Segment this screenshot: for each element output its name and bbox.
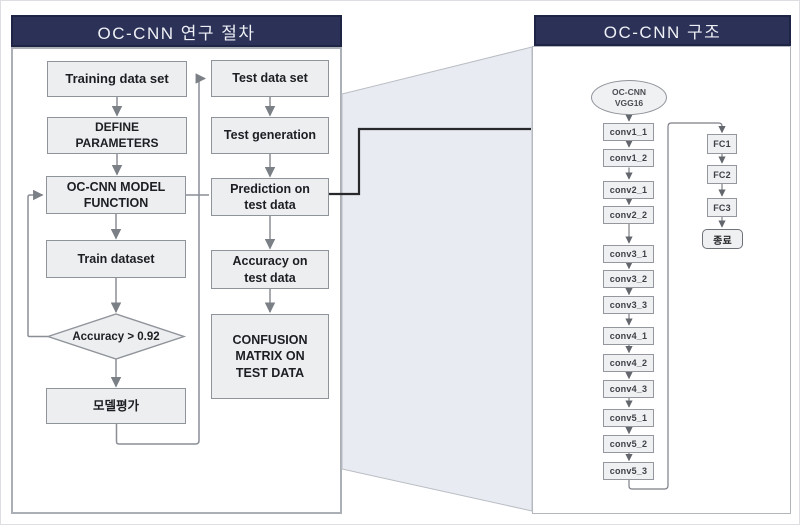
right-panel-body xyxy=(532,46,791,514)
node-fc2: FC2 xyxy=(707,165,737,184)
node-conv3-3: conv3_3 xyxy=(603,296,654,314)
node-conv2-1: conv2_1 xyxy=(603,181,654,199)
node-conv1-1: conv1_1 xyxy=(603,123,654,141)
node-test-generation: Test generation xyxy=(211,117,329,154)
node-fc1: FC1 xyxy=(707,134,737,154)
node-conv3-2: conv3_2 xyxy=(603,270,654,288)
right-panel-header: OC-CNN 구조 xyxy=(534,15,791,46)
node-training-data-set: Training data set xyxy=(47,61,187,97)
zoom-beam-trapezoid xyxy=(341,46,533,512)
node-define-parameters: DEFINE PARAMETERS xyxy=(47,117,187,154)
node-confusion-matrix: CONFUSION MATRIX ON TEST DATA xyxy=(211,314,329,399)
node-test-data-set: Test data set xyxy=(211,60,329,97)
node-prediction-on-test-data: Prediction on test data xyxy=(211,178,329,216)
node-oc-cnn-vgg16-start: OC-CNN VGG16 xyxy=(591,80,667,115)
node-oc-cnn-model-function: OC-CNN MODEL FUNCTION xyxy=(46,176,186,214)
left-panel-title: OC-CNN 연구 절차 xyxy=(97,23,256,43)
node-conv4-3: conv4_3 xyxy=(603,380,654,398)
left-panel-header: OC-CNN 연구 절차 xyxy=(11,15,342,47)
node-end: 종료 xyxy=(702,229,743,249)
node-train-dataset: Train dataset xyxy=(46,240,186,278)
node-model-evaluation: 모델평가 xyxy=(46,388,186,424)
node-conv4-2: conv4_2 xyxy=(603,354,654,372)
node-conv4-1: conv4_1 xyxy=(603,327,654,345)
right-panel-title: OC-CNN 구조 xyxy=(603,23,722,42)
node-conv1-2: conv1_2 xyxy=(603,149,654,167)
prediction-to-structure-line xyxy=(329,127,531,196)
node-conv5-3: conv5_3 xyxy=(603,462,654,480)
node-accuracy-on-test-data: Accuracy on test data xyxy=(211,250,329,289)
node-conv5-1: conv5_1 xyxy=(603,409,654,427)
node-fc3: FC3 xyxy=(707,198,737,217)
node-accuracy-decision: Accuracy > 0.92 xyxy=(72,331,160,343)
node-conv3-1: conv3_1 xyxy=(603,245,654,263)
node-conv2-2: conv2_2 xyxy=(603,206,654,224)
node-conv5-2: conv5_2 xyxy=(603,435,654,453)
